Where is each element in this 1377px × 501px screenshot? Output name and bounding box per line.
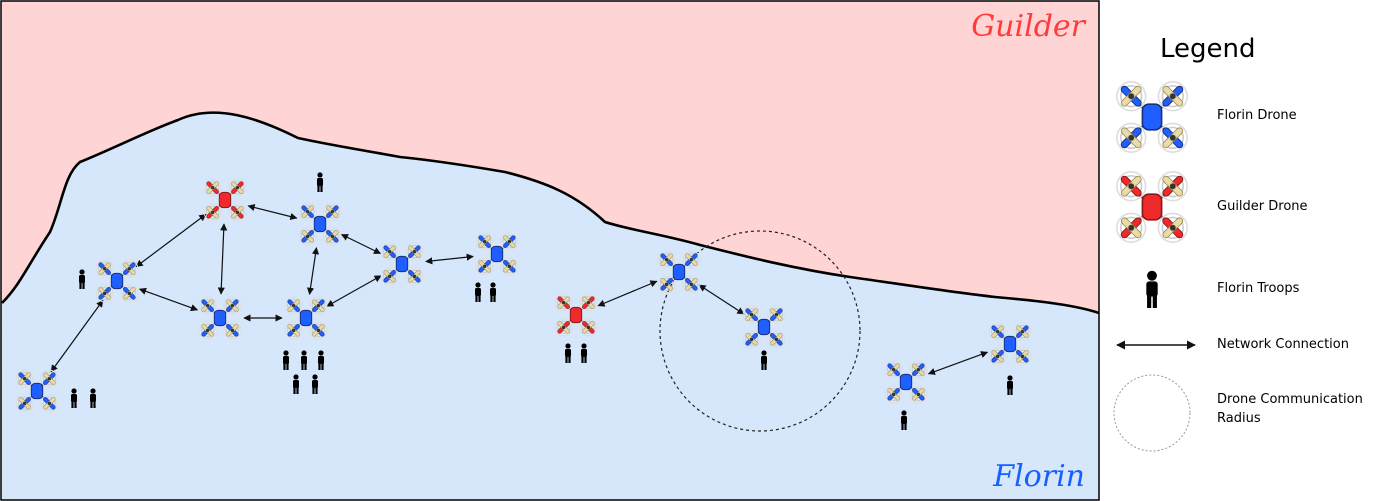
drone-florin-d1 bbox=[15, 369, 59, 413]
troop-d9-0 bbox=[565, 343, 571, 363]
troop-d6-4 bbox=[312, 374, 318, 394]
troop-d9-1 bbox=[581, 343, 587, 363]
drones bbox=[15, 172, 1032, 430]
troop-d11-0 bbox=[761, 350, 767, 370]
legend-label-network-connection: Network Connection bbox=[1217, 337, 1349, 352]
drone-florin-d10 bbox=[657, 250, 701, 294]
drone-guilder-d3 bbox=[203, 178, 247, 222]
region-label-florin: Florin bbox=[992, 459, 1085, 494]
connection-d1-d2 bbox=[50, 299, 104, 373]
legend-icons bbox=[1113, 80, 1196, 452]
legend-radius-icon bbox=[1113, 374, 1191, 452]
border-line bbox=[1, 111, 1100, 315]
drone-florin-d4 bbox=[198, 296, 242, 340]
troop-d5-0 bbox=[317, 172, 323, 192]
drone-guilder-d9 bbox=[554, 293, 598, 337]
troop-d6-0 bbox=[283, 350, 289, 370]
troop-d1-0 bbox=[71, 388, 77, 408]
drone-florin-d8 bbox=[475, 232, 519, 276]
drone-florin-d7 bbox=[380, 242, 424, 286]
legend-label-guilder-drone: Guilder Drone bbox=[1217, 199, 1308, 214]
troop-d8-1 bbox=[490, 282, 496, 302]
region-label-guilder: Guilder bbox=[971, 9, 1086, 44]
troop-d6-1 bbox=[301, 350, 307, 370]
troop-d1-1 bbox=[90, 388, 96, 408]
connection-d2-d4 bbox=[138, 287, 199, 312]
troop-d6-3 bbox=[293, 374, 299, 394]
drone-florin-d13 bbox=[988, 322, 1032, 366]
troop-d6-2 bbox=[318, 350, 324, 370]
legend-label-florin-drone: Florin Drone bbox=[1217, 108, 1297, 123]
drone-florin-d5 bbox=[298, 202, 342, 246]
map-frame bbox=[0, 0, 1100, 501]
connection-d10-d11 bbox=[698, 284, 745, 315]
connection-d3-d5 bbox=[247, 203, 298, 221]
connection-d7-d8 bbox=[425, 253, 474, 265]
connection-d2-d3 bbox=[135, 213, 207, 268]
connection-d6-d7 bbox=[326, 275, 382, 307]
connection-d3-d4 bbox=[217, 223, 228, 295]
legend-florin-drone-icon bbox=[1115, 80, 1189, 154]
comm-radius-circle bbox=[659, 230, 861, 432]
drone-florin-d2 bbox=[95, 259, 139, 303]
troop-d12-0 bbox=[901, 410, 907, 430]
troop-d2-0 bbox=[79, 269, 85, 289]
legend-label-florin-troops: Florin Troops bbox=[1217, 281, 1300, 296]
drone-florin-d12 bbox=[884, 360, 928, 404]
legend-florin-drone bbox=[1115, 80, 1189, 154]
legend-title: Legend bbox=[1160, 34, 1256, 64]
connection-d5-d6 bbox=[306, 247, 320, 295]
legend-guilder-drone bbox=[1115, 170, 1189, 244]
network-connections bbox=[50, 203, 989, 375]
legend-guilder-drone-icon bbox=[1115, 170, 1189, 244]
connection-d9-d10 bbox=[597, 280, 658, 307]
drone-florin-d11 bbox=[742, 305, 786, 349]
troop-d8-0 bbox=[475, 282, 481, 302]
legend-troop-icon bbox=[1146, 270, 1158, 308]
drone-florin-d6 bbox=[284, 296, 328, 340]
troop-d13-0 bbox=[1007, 375, 1013, 395]
legend-label-comm-radius: Drone Communication Radius bbox=[1217, 392, 1363, 426]
connection-d12-d13 bbox=[927, 351, 989, 375]
battlefield-map: Guilder Florin bbox=[0, 0, 1100, 501]
legend-troop bbox=[1146, 270, 1158, 308]
connection-d5-d7 bbox=[340, 233, 382, 255]
